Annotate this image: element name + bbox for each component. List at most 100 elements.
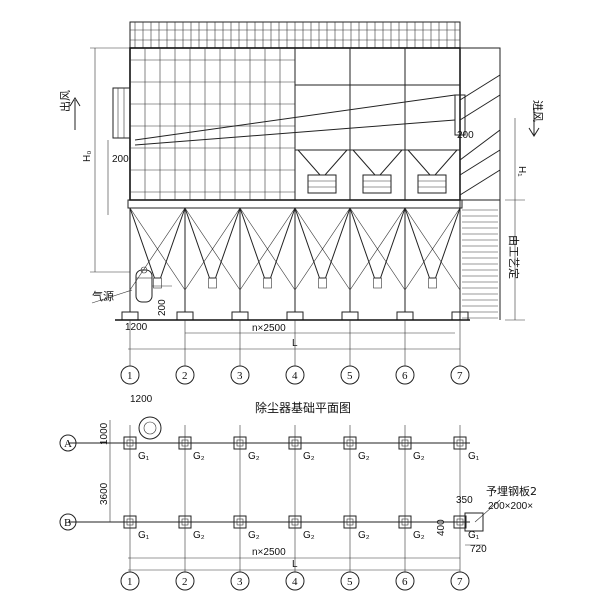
- foundation-label: G₂: [193, 451, 205, 462]
- elevation-view: 出风 H₀ 200 200 进风: [58, 21, 544, 350]
- discharge-valve: [208, 277, 217, 289]
- stairs: [462, 209, 498, 319]
- foundation-pad: [343, 436, 357, 450]
- plan-axis-label-2: 2: [182, 576, 188, 588]
- embedded-plate-detail: [464, 512, 484, 532]
- foundation-label: G₂: [303, 530, 315, 541]
- support-beam: [127, 199, 463, 209]
- foundation-pad: [343, 515, 357, 529]
- axis-bubble-1: [120, 365, 140, 385]
- hopper-cone: [129, 207, 186, 279]
- roof-posts: [134, 22, 456, 48]
- axis-label-b: B: [64, 517, 71, 529]
- plan-axis-bubble-2: [175, 571, 195, 591]
- plan-axis-label-3: 3: [237, 576, 243, 588]
- foundation-pad: [178, 515, 192, 529]
- hopper-cone: [349, 207, 406, 279]
- outlet-label: 出风: [58, 90, 72, 112]
- dim-200-outlet: 200: [112, 154, 129, 165]
- axis-label-7: 7: [457, 370, 463, 382]
- axis-label-a: A: [64, 438, 72, 450]
- plan-axis-label-6: 6: [402, 576, 408, 588]
- foundation-pad: [453, 515, 467, 529]
- discharge-valve: [263, 277, 272, 289]
- plan-axis-bubble-5: [340, 571, 360, 591]
- discharge-valve: [318, 277, 327, 289]
- outlet-arrow-icon: [69, 97, 81, 130]
- process-note: 由工艺定: [507, 235, 521, 279]
- span-plan: n×2500: [252, 547, 286, 558]
- dim-1000: 1000: [99, 422, 110, 445]
- dim-1200-plan: 1200: [130, 394, 153, 405]
- foundation-label: G₁: [468, 451, 480, 462]
- axis-label-4: 4: [292, 370, 298, 382]
- axis-label-1: 1: [127, 370, 133, 382]
- foundation-label: G₂: [413, 451, 425, 462]
- plan-title: 除尘器基础平面图: [255, 400, 351, 415]
- foundation-pad: [123, 436, 137, 450]
- plan-axis-label-4: 4: [292, 576, 298, 588]
- foundation-pad: [123, 515, 137, 529]
- elevation-axis-markers: 1 2 3 4 5 6 7: [120, 320, 470, 385]
- foundation-label: G₁: [138, 530, 150, 541]
- total-L-plan: L: [292, 559, 298, 570]
- axis-bubble-2: [175, 365, 195, 385]
- foundation-label: G₂: [248, 530, 260, 541]
- dim-720: 720: [470, 544, 487, 555]
- foundation-pad: [398, 436, 412, 450]
- h0-label: H₀: [82, 151, 93, 162]
- plan-axis-bubble-3: [230, 571, 250, 591]
- foundation-pad: [288, 436, 302, 450]
- dim-200-elev: 200: [157, 299, 168, 316]
- axis-bubble-6: [395, 365, 415, 385]
- dim-400: 400: [436, 519, 447, 536]
- inlet-arrow-icon: [528, 108, 540, 137]
- discharge-valve: [428, 277, 437, 289]
- plan-axis-label-1: 1: [127, 576, 133, 588]
- dim-350: 350: [456, 495, 473, 506]
- span-elev: n×2500: [252, 323, 286, 334]
- axis-label-3: 3: [237, 370, 243, 382]
- h1-label: H₁: [516, 166, 527, 177]
- axis-bubble-b: [59, 513, 77, 531]
- dim-1200-elev: 1200: [125, 322, 148, 333]
- axis-bubble-3: [230, 365, 250, 385]
- axis-label-6: 6: [402, 370, 408, 382]
- plan-axis-bubble-4: [285, 571, 305, 591]
- axis-bubble-4: [285, 365, 305, 385]
- discharge-valve: [373, 277, 382, 289]
- foundation-label: G₂: [358, 530, 370, 541]
- foundation-pad: [233, 436, 247, 450]
- axis-bubble-7: [450, 365, 470, 385]
- embedded-plate-line2: 200×200×: [488, 501, 533, 512]
- foundation-label: G₂: [358, 451, 370, 462]
- inlet-flange: [454, 94, 466, 136]
- foundation-pad: [398, 515, 412, 529]
- column-base: [231, 311, 249, 321]
- column-base: [121, 311, 139, 321]
- axis-bubble-5: [340, 365, 360, 385]
- foundation-label: G₁: [138, 451, 150, 462]
- column-base: [396, 311, 414, 321]
- hopper-cone: [184, 207, 241, 279]
- hopper-cone: [294, 207, 351, 279]
- plan-axis-bubble-1: [120, 571, 140, 591]
- column-base: [341, 311, 359, 321]
- air-source-label: 气源: [92, 289, 114, 303]
- discharge-valve: [153, 277, 162, 289]
- support-structure: [121, 207, 469, 321]
- dim-200-inlet: 200: [457, 130, 474, 141]
- plan-axis-bubble-6: [395, 571, 415, 591]
- axis-label-2: 2: [182, 370, 188, 382]
- axis-label-5: 5: [347, 370, 353, 382]
- column-base: [176, 311, 194, 321]
- foundation-label: G₂: [413, 530, 425, 541]
- foundation-label: G₂: [303, 451, 315, 462]
- foundation-label: G₂: [193, 530, 205, 541]
- plan-axis-label-5: 5: [347, 576, 353, 588]
